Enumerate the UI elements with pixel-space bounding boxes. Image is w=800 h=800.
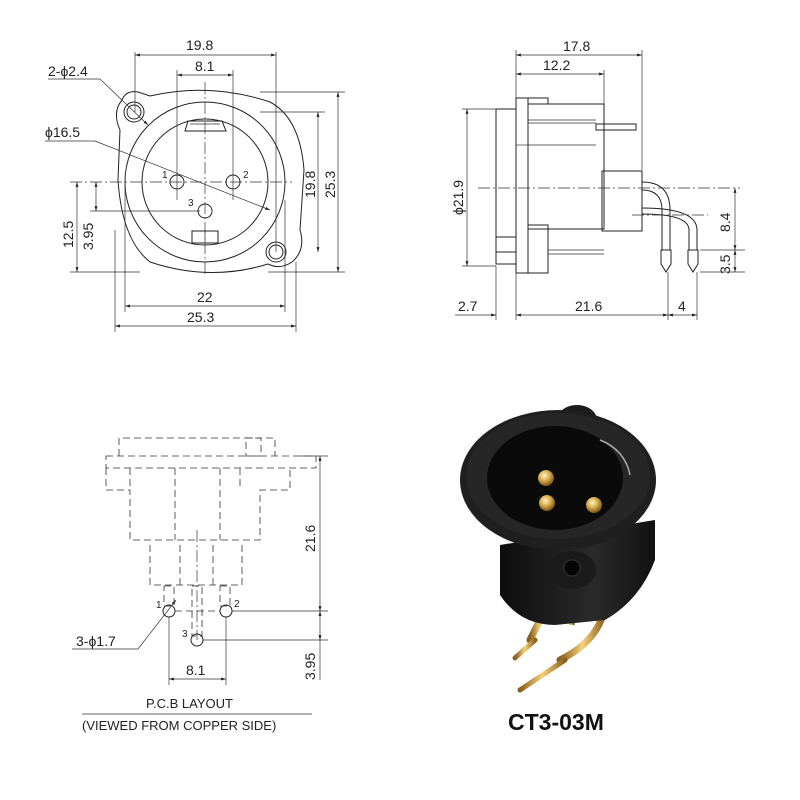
pcb-hole-1: [162, 604, 176, 618]
pin-label-2: 2: [243, 170, 249, 181]
pcb-hole-2: [219, 604, 233, 618]
side-view: 17.8 12.2 ϕ21.9 8.4 3.5 2.7 21.6 4: [450, 38, 745, 320]
dim-depth-body: 12.2: [543, 57, 570, 73]
dim-height-total: 25.3: [322, 171, 338, 198]
dim-pin-reach: 21.6: [575, 298, 602, 314]
dim-pin-pitch: 4: [678, 298, 686, 314]
pcb-pin-label-1: 1: [156, 600, 162, 611]
dim-mount-hole: 2-ϕ2.4: [48, 63, 88, 79]
dim-insert-dia: ϕ16.5: [45, 124, 80, 140]
dim-width-holes: 19.8: [186, 37, 213, 53]
dim-pin-spacing: 8.1: [195, 58, 215, 74]
product-photo: CT3-03M: [460, 405, 656, 735]
dim-flange-dia: ϕ21.9: [450, 180, 466, 215]
pcb-dim-height: 21.6: [302, 525, 318, 552]
pcb-caption-subtitle: (VIEWED FROM COPPER SIDE): [82, 718, 276, 733]
photo-pin-1: [538, 470, 554, 486]
pcb-pin-label-2: 2: [234, 599, 240, 610]
photo-pin-2: [586, 497, 602, 513]
product-model: CT3-03M: [508, 709, 604, 735]
front-view: 1 2 3 19.8 8.1 2-ϕ2.4 ϕ16.5 19.8 25.3: [45, 37, 345, 332]
dim-offset-center: 12.5: [60, 221, 76, 248]
pin-label-3: 3: [188, 198, 194, 209]
dim-height-holes: 19.8: [302, 171, 318, 198]
pin-label-1: 1: [162, 170, 168, 181]
dim-pin3-offset: 3.95: [80, 223, 96, 250]
photo-pin-3: [539, 495, 555, 511]
dim-width-total: 25.3: [187, 309, 214, 325]
dim-width-body: 22: [197, 289, 213, 305]
pcb-caption-title: P.C.B LAYOUT: [146, 696, 233, 711]
pcb-dim-hole-dia: 3-ϕ1.7: [76, 633, 116, 649]
pcb-dim-pin3-offset: 3.95: [302, 653, 318, 680]
dim-pin-tip: 3.5: [717, 254, 733, 274]
pcb-dim-pin-spacing: 8.1: [186, 662, 206, 678]
pcb-layout-view: 1 2 3 21.6 3.95 3-ϕ1.7 8.1 P.C.B LAYOUT …: [72, 437, 328, 733]
dim-flange: 2.7: [458, 298, 478, 314]
dim-depth-total: 17.8: [563, 38, 590, 54]
dim-pin-rise: 8.4: [717, 212, 733, 232]
pcb-pin-label-3: 3: [182, 629, 188, 640]
